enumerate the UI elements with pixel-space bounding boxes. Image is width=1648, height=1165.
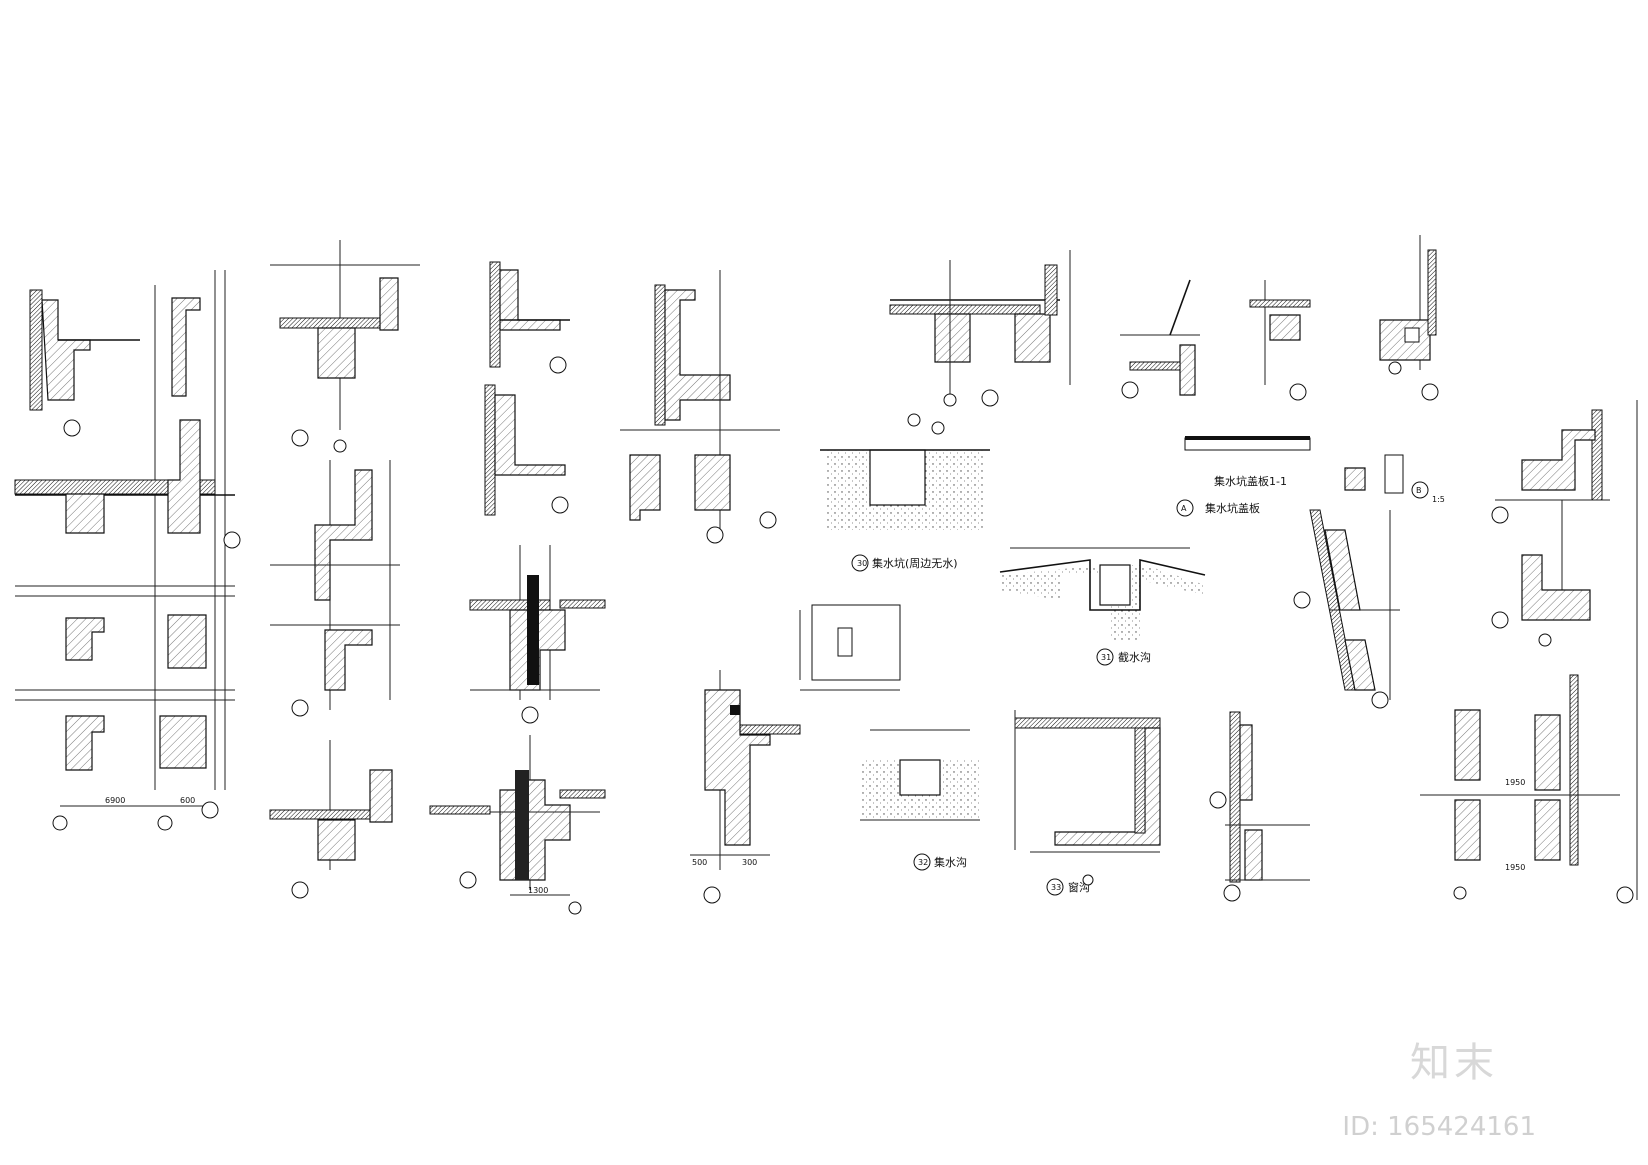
dim-600: 600 [180,796,195,805]
detail-col3: 1300 [429,261,606,915]
dim-1300: 1300 [528,886,548,895]
detail-right-a [1209,509,1400,902]
detail-33-num: 33 [1051,883,1061,892]
detail-B-num: B [1416,486,1422,495]
detail-col5: 30 集水坑(周边无水) 32 集水沟 [799,250,1071,871]
detail-top-right: 集水坑盖板1-1 A 集水坑盖板 B 1:5 [1120,235,1445,517]
detail-left-wall: 6900 600 [14,270,241,831]
detail-30-caption: 集水坑(周边无水) [872,556,958,570]
detail-col2 [269,240,420,899]
detail-right-b: 1950 1950 [1420,409,1634,904]
detail-32-caption: 集水沟 [934,855,967,869]
detail-A-caption: 集水坑盖板 [1205,501,1260,515]
detail-31-num: 31 [1101,653,1111,662]
dim-300: 300 [742,858,757,867]
watermark-id: ID: 165424161 [1342,1112,1536,1142]
dim-6900: 6900 [105,796,125,805]
detail-B-scale: 1:5 [1432,495,1445,504]
detail-31-caption: 截水沟 [1118,650,1151,664]
detail-A-num: A [1181,504,1187,513]
detail-col6: 31 截水沟 33 窗沟 [999,547,1206,896]
dim-500: 500 [692,858,707,867]
detail-col4: 500 300 [620,270,801,904]
cover-section-title: 集水坑盖板1-1 [1214,474,1287,488]
watermark-logo: 知末 [1410,1040,1498,1086]
dim-1950-a: 1950 [1505,778,1525,787]
dim-1950-b: 1950 [1505,863,1525,872]
detail-30-num: 30 [857,559,867,568]
detail-32-num: 32 [918,858,928,867]
